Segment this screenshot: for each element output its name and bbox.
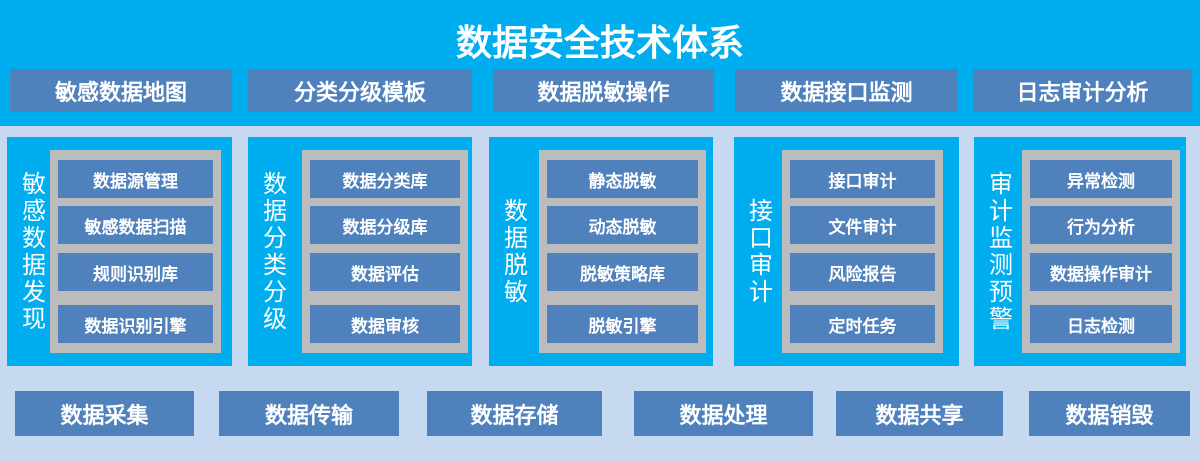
- panel-audit-monitoring: 审计监测预警异常检测行为分析数据操作审计日志检测: [974, 137, 1186, 366]
- panel-item: 异常检测: [1030, 160, 1172, 198]
- panel-item: 规则识别库: [58, 253, 213, 291]
- panel-item: 数据分类库: [310, 160, 460, 198]
- panel-item: 脱敏策略库: [547, 253, 698, 291]
- panel-item: 日志检测: [1030, 305, 1172, 343]
- panel-item: 风险报告: [790, 253, 935, 291]
- panel-sensitive-data-discovery: 敏感数据发现数据源管理敏感数据扫描规则识别库数据识别引擎: [7, 137, 232, 366]
- panel-item: 数据识别引擎: [58, 305, 213, 343]
- page-title: 数据安全技术体系: [455, 23, 744, 64]
- header-log-audit: 日志审计分析: [973, 69, 1192, 112]
- header-classification-template: 分类分级模板: [248, 69, 472, 112]
- item-frame: 数据源管理敏感数据扫描规则识别库数据识别引擎: [50, 150, 221, 353]
- header-sensitive-data-map: 敏感数据地图: [10, 69, 232, 112]
- panel-item: 动态脱敏: [547, 206, 698, 244]
- panel-item: 敏感数据扫描: [58, 206, 213, 244]
- panel-label: 敏感数据发现: [22, 169, 46, 333]
- panel-item: 接口审计: [790, 160, 935, 198]
- panel-label: 数据脱敏: [504, 196, 528, 306]
- item-frame: 异常检测行为分析数据操作审计日志检测: [1022, 150, 1180, 353]
- panel-data-classification: 数据分类分级数据分类库数据分级库数据评估数据审核: [248, 137, 472, 366]
- lifecycle-sharing: 数据共享: [836, 391, 1003, 436]
- panel-item: 数据源管理: [58, 160, 213, 198]
- header-interface-monitoring: 数据接口监测: [735, 69, 958, 112]
- panel-item: 文件审计: [790, 206, 935, 244]
- panel-item: 定时任务: [790, 305, 935, 343]
- header-desensitization: 数据脱敏操作: [493, 69, 714, 112]
- panel-item: 行为分析: [1030, 206, 1172, 244]
- panel-label: 审计监测预警: [989, 169, 1013, 333]
- panel-label: 数据分类分级: [263, 169, 287, 333]
- lifecycle-transfer: 数据传输: [219, 391, 399, 436]
- item-frame: 静态脱敏动态脱敏脱敏策略库脱敏引擎: [539, 150, 706, 353]
- panel-item: 数据评估: [310, 253, 460, 291]
- panel-item: 脱敏引擎: [547, 305, 698, 343]
- panel-item: 数据审核: [310, 305, 460, 343]
- panel-data-desensitization: 数据脱敏静态脱敏动态脱敏脱敏策略库脱敏引擎: [489, 137, 713, 366]
- panel-interface-audit: 接口审计接口审计文件审计风险报告定时任务: [734, 137, 959, 366]
- panel-item: 静态脱敏: [547, 160, 698, 198]
- lifecycle-collect: 数据采集: [15, 391, 194, 436]
- item-frame: 接口审计文件审计风险报告定时任务: [782, 150, 943, 353]
- lifecycle-storage: 数据存储: [427, 391, 602, 436]
- item-frame: 数据分类库数据分级库数据评估数据审核: [302, 150, 468, 353]
- lifecycle-processing: 数据处理: [634, 391, 813, 436]
- lifecycle-destruction: 数据销毁: [1029, 391, 1190, 436]
- panel-item: 数据分级库: [310, 206, 460, 244]
- panel-item: 数据操作审计: [1030, 253, 1172, 291]
- panel-label: 接口审计: [749, 196, 773, 306]
